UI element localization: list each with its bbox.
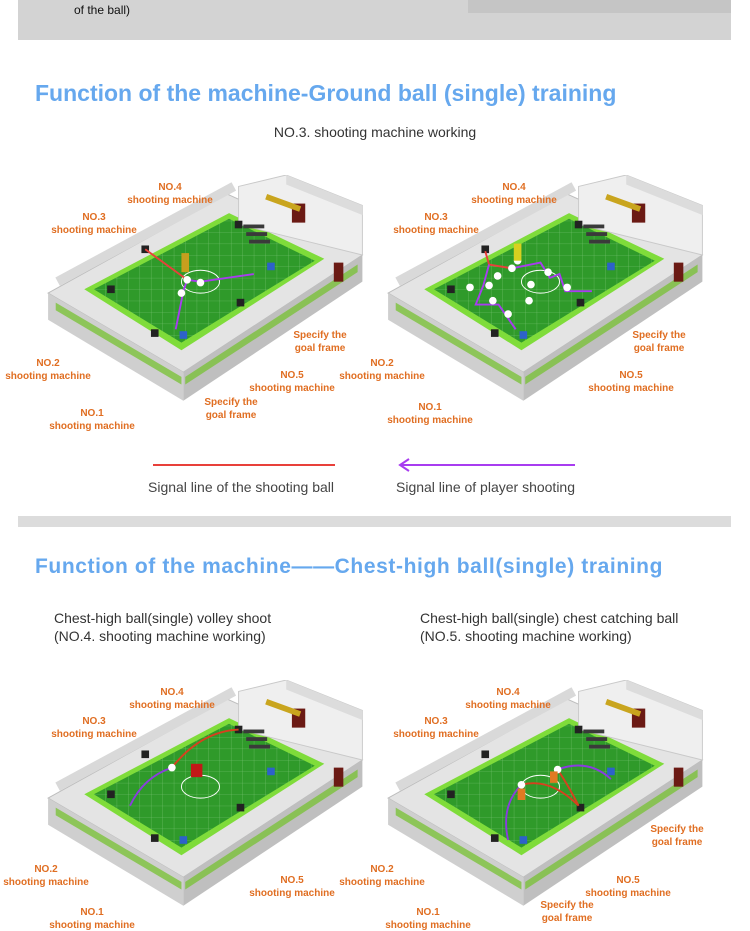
label-text: shooting machine <box>339 876 425 888</box>
label-num: NO.5 <box>616 875 640 886</box>
label-num: NO.4 <box>158 182 182 193</box>
label-text: shooting machine <box>249 382 335 394</box>
label-text: shooting machine <box>339 370 425 382</box>
label-text: shooting machine <box>49 919 135 931</box>
label-text: shooting machine <box>5 370 91 382</box>
label-num: NO.2 <box>370 358 394 369</box>
section1-title: Function of the machine-Ground ball (sin… <box>35 80 617 106</box>
label-text: Specify the <box>293 330 347 341</box>
diagram-chest-high-catch <box>380 680 720 920</box>
section-divider <box>18 516 731 527</box>
label-text: shooting machine <box>585 887 671 899</box>
diagram-ground-ball-single <box>40 175 380 415</box>
label-text: shooting machine <box>387 414 473 426</box>
label-num: NO.1 <box>418 402 442 413</box>
label-num: NO.4 <box>496 687 520 698</box>
legend-red-label: Signal line of the shooting ball <box>148 479 335 495</box>
label-text: Specify the <box>650 824 704 835</box>
legend-purple-label: Signal line of player shooting <box>396 479 576 495</box>
label-text: shooting machine <box>51 224 137 236</box>
label-num: NO.5 <box>619 370 643 381</box>
label-num: NO.5 <box>280 875 304 886</box>
caption-right: Chest-high ball(single) chest catching b… <box>420 609 678 645</box>
label-num: NO.4 <box>502 182 526 193</box>
section1-subtitle: NO.3. shooting machine working <box>273 124 477 140</box>
label-num: NO.3 <box>82 212 106 223</box>
caption-left-line1: Chest-high ball(single) volley shoot <box>54 610 272 626</box>
label-num: NO.2 <box>34 864 58 875</box>
legend-red-line <box>153 464 335 466</box>
label-text: shooting machine <box>588 382 674 394</box>
label-num: NO.2 <box>36 358 60 369</box>
label-text: shooting machine <box>393 224 479 236</box>
diagram-chest-high-volley <box>40 680 380 920</box>
label-text: goal frame <box>633 342 685 354</box>
label-text: shooting machine <box>385 919 471 931</box>
label-num: NO.1 <box>80 408 104 419</box>
caption-right-line2: (NO.5. shooting machine working) <box>420 628 632 644</box>
legend-purple-arrow-icon <box>398 458 575 472</box>
label-text: shooting machine <box>3 876 89 888</box>
label-text: shooting machine <box>127 194 213 206</box>
label-num: NO.2 <box>370 864 394 875</box>
previous-section-box: of the ball) <box>18 0 731 40</box>
label-text: goal frame <box>205 409 257 421</box>
label-text: shooting machine <box>465 699 551 711</box>
label-num: NO.4 <box>160 687 184 698</box>
caption-left: Chest-high ball(single) volley shoot (NO… <box>54 609 271 645</box>
label-text: shooting machine <box>129 699 215 711</box>
previous-section-inner-panel <box>468 0 731 13</box>
label-num: NO.1 <box>416 907 440 918</box>
caption-right-line1: Chest-high ball(single) chest catching b… <box>420 610 679 626</box>
diagram-ground-ball-multi <box>380 175 720 415</box>
label-text: shooting machine <box>471 194 557 206</box>
label-text: shooting machine <box>51 728 137 740</box>
label-num: NO.3 <box>424 212 448 223</box>
label-num: NO.1 <box>80 907 104 918</box>
previous-section-text: of the ball) <box>74 3 131 17</box>
section2-title: Function of the machine——Chest-high ball… <box>35 555 664 578</box>
label-text: goal frame <box>541 912 593 924</box>
label-text: shooting machine <box>393 728 479 740</box>
label-text: goal frame <box>651 836 703 848</box>
label-text: Specify the <box>632 330 686 341</box>
label-num: NO.3 <box>424 716 448 727</box>
label-num: NO.3 <box>82 716 106 727</box>
label-text: Specify the <box>540 900 594 911</box>
caption-left-line2: (NO.4. shooting machine working) <box>54 628 266 644</box>
label-num: NO.5 <box>280 370 304 381</box>
label-text: shooting machine <box>249 887 335 899</box>
label-text: goal frame <box>294 342 346 354</box>
label-text: shooting machine <box>49 420 135 432</box>
label-text: Specify the <box>204 397 258 408</box>
